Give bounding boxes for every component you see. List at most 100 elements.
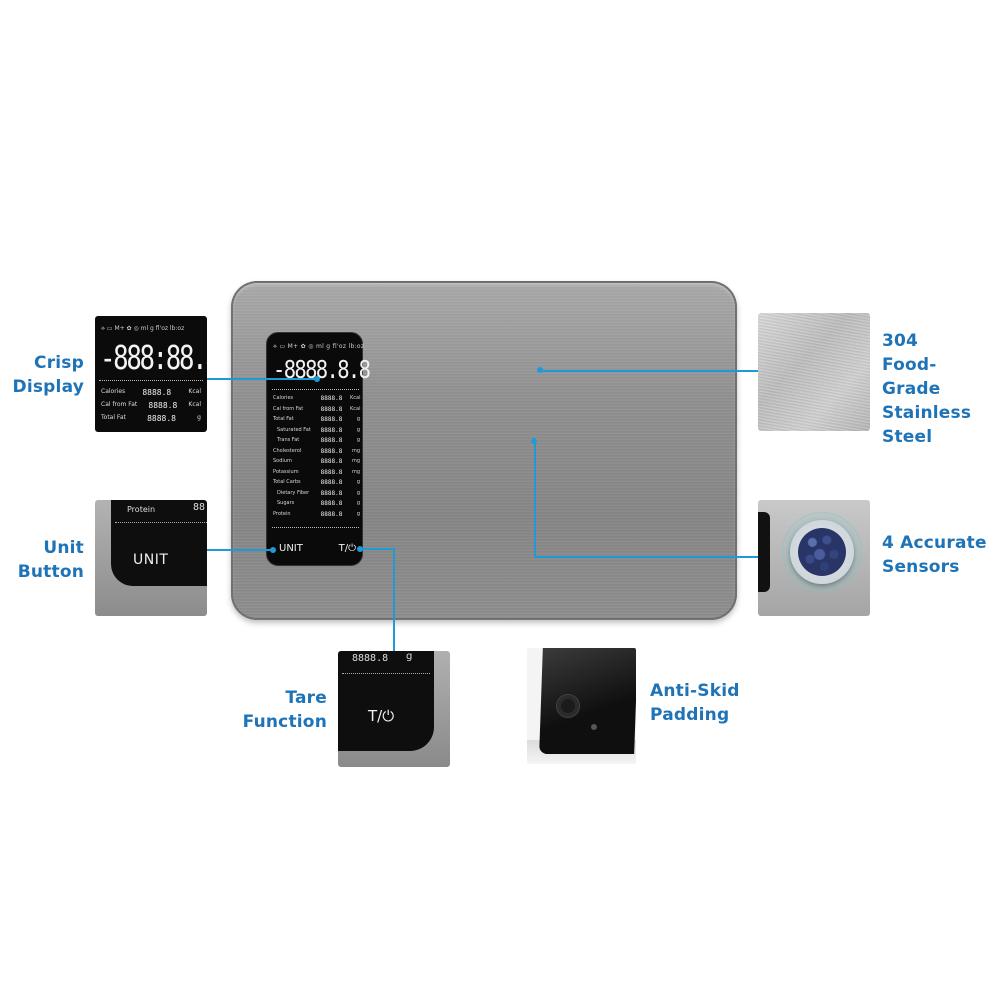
lcd-row-unit: mg [351,458,360,464]
callout-line: 304 [882,331,919,351]
display-row-value: 8888.8 [148,401,178,410]
tare-unit: g [406,651,413,662]
display-row-unit: Kcal [188,401,201,408]
lcd-row-name: Trans Fat [277,437,300,443]
display-digits: -888:88.8 [100,338,207,377]
display-row-value: 8888.8 [147,414,176,423]
lcd-row-unit: mg [351,447,360,454]
lcd-row-name: Total Fat [273,416,294,422]
leader-dot-tare [357,546,363,552]
lcd-row-name: Sodium [273,458,292,464]
screw-icon [591,724,597,730]
lcd-row: Total Carbs 8888.8 g [273,479,360,490]
callout-line: Stainless [882,403,972,423]
lcd-row: Calories 8888.8 Kcal [273,395,360,406]
tare-button-label: T/⏻ [368,707,395,725]
lcd-row-value: 8888.8 [320,468,343,476]
lcd-row: Potassium 8888.8 mg [273,469,360,480]
lcd-row-unit: g [356,479,360,485]
lcd-row-unit: mg [351,468,360,475]
leader-line-sensors-h [534,556,758,558]
lcd-row: Trans Fat 8888.8 g [273,437,360,448]
tare-panel [338,651,434,751]
callout-line: Anti-Skid [650,681,740,701]
lcd-row-name: Dietary Fiber [277,489,310,496]
leader-line-unit [206,549,274,551]
callout-line: Crisp [34,353,84,373]
leader-line-sensors-v [534,441,536,557]
callout-unit-button: Unit Button [10,536,84,584]
unit-panel [111,500,207,586]
lcd-status-icons: ⟡ ▭ M+ ✿ ◎ ml g fl'oz lb:oz [273,343,365,350]
display-row-unit: g [197,414,201,421]
lcd-row-value: 8888.8 [320,416,343,423]
lcd-row-value: 8888.8 [320,479,343,486]
lcd-row-name: Total Carbs [273,479,301,485]
lcd-divider [272,389,359,390]
callout-line: Display [12,377,84,397]
callout-line: Food-Grade [882,355,941,399]
tare-power-button[interactable]: T/⏻ [338,543,356,554]
lcd-row-name: Protein [273,510,291,517]
callout-line: Sensors [882,557,960,577]
lcd-row-value: 8888.8 [320,447,343,455]
display-row-value: 8888.8 [142,388,172,397]
tare-button-closeup-image: 8888.8 g T/⏻ [338,651,450,767]
lcd-button-row: UNIT T/⏻ [267,543,364,554]
callout-crisp-display: Crisp Display [10,351,84,399]
protein-label: Protein [127,505,156,514]
unit-button-closeup-image: Protein 88 UNIT [95,500,207,616]
rubber-foot-icon [557,695,579,717]
callout-line: Padding [650,705,730,725]
unit-button[interactable]: UNIT [279,543,303,554]
protein-value: 88 [193,502,206,513]
unit-button-label: UNIT [133,552,169,568]
lcd-row-value: 8888.8 [320,437,343,444]
display-edge [758,512,770,592]
stainless-steel-texture-image [758,313,870,431]
leader-dot-sensors [531,438,537,444]
lcd-row-name: Cal from Fat [273,405,304,412]
leader-dot-steel [537,367,543,373]
display-divider [99,380,203,381]
lcd-row-name: Calories [273,395,294,401]
display-row-name: Total Fat [101,414,126,421]
leader-dot-unit [270,547,276,553]
sensor-bowl-image [758,500,870,616]
lcd-row-unit: g [356,426,360,433]
lcd-row-value: 8888.8 [320,405,343,413]
scale-underside [539,648,636,754]
lcd-row-unit: g [356,437,360,443]
lcd-row-name: Sugars [277,500,295,506]
display-row-name: Cal from Fat [101,401,138,408]
lcd-row-unit: Kcal [350,395,361,401]
lcd-row-name: Potassium [273,468,299,475]
callout-line: Button [17,562,84,582]
callout-tare-function: Tare Function [230,686,327,734]
callout-line: Function [242,712,327,732]
display-row: Total Fat 8888.8 g [101,414,201,427]
lcd-row: Total Fat 8888.8 g [273,416,360,427]
tare-divider [342,673,430,674]
leader-line-display [206,378,318,380]
lcd-row-name: Saturated Fat [277,426,311,433]
lcd-row-name: Cholesterol [273,447,302,454]
blueberries-icon [798,528,846,576]
unit-divider [115,522,207,523]
lcd-row-unit: g [356,489,360,496]
lcd-row-unit: Kcal [350,405,361,412]
lcd-row-value: 8888.8 [320,395,343,402]
leader-dot-display [314,376,320,382]
lcd-row-unit: g [356,416,360,422]
lcd-row-value: 8888.8 [320,500,343,507]
callout-line: Steel [882,427,933,447]
leader-line-tare-h [360,548,394,550]
display-closeup-image: ⟡ ▭ M+ ✿ ◎ ml g fl'oz lb:oz -888:88.8 Ca… [95,316,207,432]
